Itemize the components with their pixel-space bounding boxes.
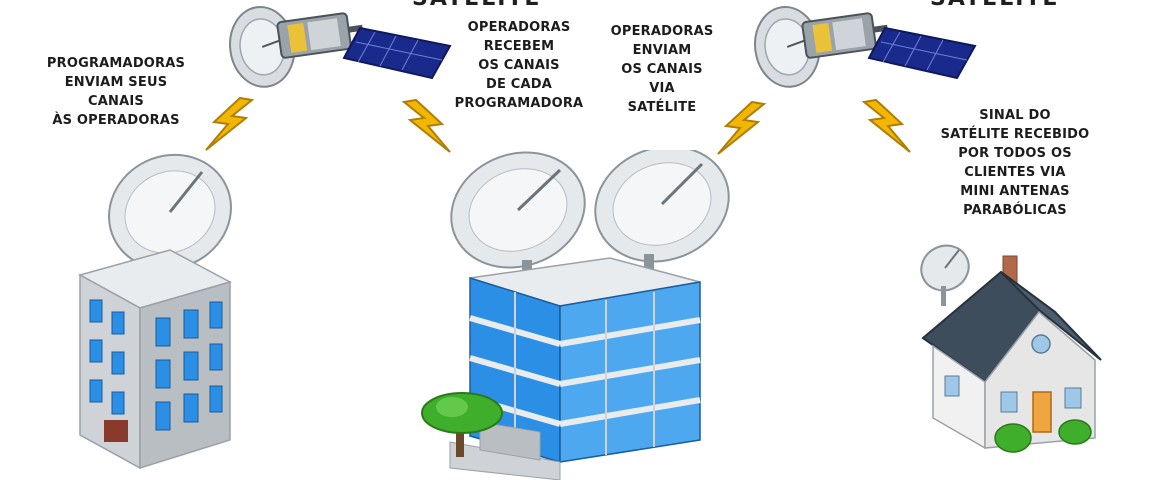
caption-sinal: SINAL DO SATÉLITE RECEBIDO POR TODOS OS …	[940, 108, 1090, 218]
lightning-icon	[717, 100, 767, 155]
operator-building	[449, 150, 730, 480]
programmer-building	[78, 153, 232, 470]
satellite-left-title: SATÉLITE	[412, 0, 541, 11]
lightning-icon	[861, 98, 911, 153]
caption-operadoras-enviam: OPERADORAS ENVIAM OS CANAIS VIA SATÉLITE	[610, 24, 714, 115]
dish-antenna-icon	[450, 151, 586, 280]
satellite-left-icon	[229, 6, 452, 88]
lightning-icon	[401, 98, 451, 153]
dish-antenna-icon	[594, 150, 730, 276]
satellite-right-title: SATÉLITE	[930, 0, 1059, 11]
lightning-icon	[205, 96, 255, 151]
caption-operadoras-recebem: OPERADORAS RECEBEM OS CANAIS DE CADA PRO…	[454, 20, 584, 111]
caption-programadoras: PROGRAMADORAS ENVIAM SEUS CANAIS ÀS OPER…	[46, 56, 186, 128]
dish-antenna-icon	[108, 153, 232, 278]
tree-icon	[421, 392, 503, 457]
house-icon	[920, 244, 1102, 453]
satellite-right-icon	[754, 6, 977, 88]
dish-antenna-icon	[920, 244, 970, 306]
